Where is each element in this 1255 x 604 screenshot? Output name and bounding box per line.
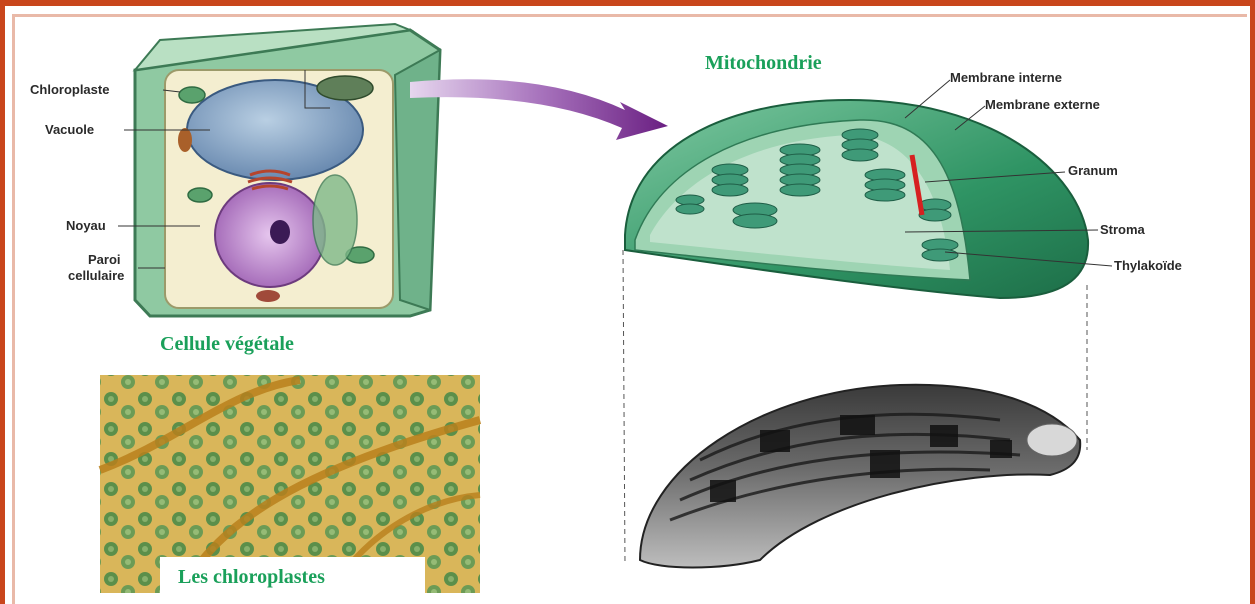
label-chloroplaste: Chloroplaste (30, 82, 109, 97)
label-thylakoide: Thylakoïde (1114, 258, 1182, 273)
title-cellule-vegetale: Cellule végétale (160, 333, 294, 356)
chloroplast-organelle-1 (179, 87, 205, 103)
endoplasmic-reticulum (313, 175, 357, 265)
title-les-chloroplastes: Les chloroplastes (178, 566, 325, 589)
label-paroi: Paroi (88, 252, 121, 267)
label-stroma: Stroma (1100, 222, 1145, 237)
label-cellulaire: cellulaire (68, 268, 124, 283)
nucleolus (270, 220, 290, 244)
label-granum: Granum (1068, 163, 1118, 178)
electron-micrograph (640, 385, 1080, 568)
title-mitochondrie: Mitochondrie (705, 52, 822, 75)
bottom-organelle (256, 290, 280, 302)
label-membrane-externe: Membrane externe (985, 97, 1100, 112)
connecting-arrow (410, 79, 668, 140)
label-membrane-interne: Membrane interne (950, 70, 1062, 85)
nucleus (215, 183, 325, 287)
chloroplast-organelle-3 (188, 188, 212, 202)
label-vacuole: Vacuole (45, 122, 94, 137)
dashed-connector-left (623, 250, 625, 565)
plant-cell-diagram (118, 24, 440, 316)
mitochondrion-organelle (178, 128, 192, 152)
label-noyau: Noyau (66, 218, 106, 233)
chloroplast-organelle-2 (317, 76, 373, 100)
